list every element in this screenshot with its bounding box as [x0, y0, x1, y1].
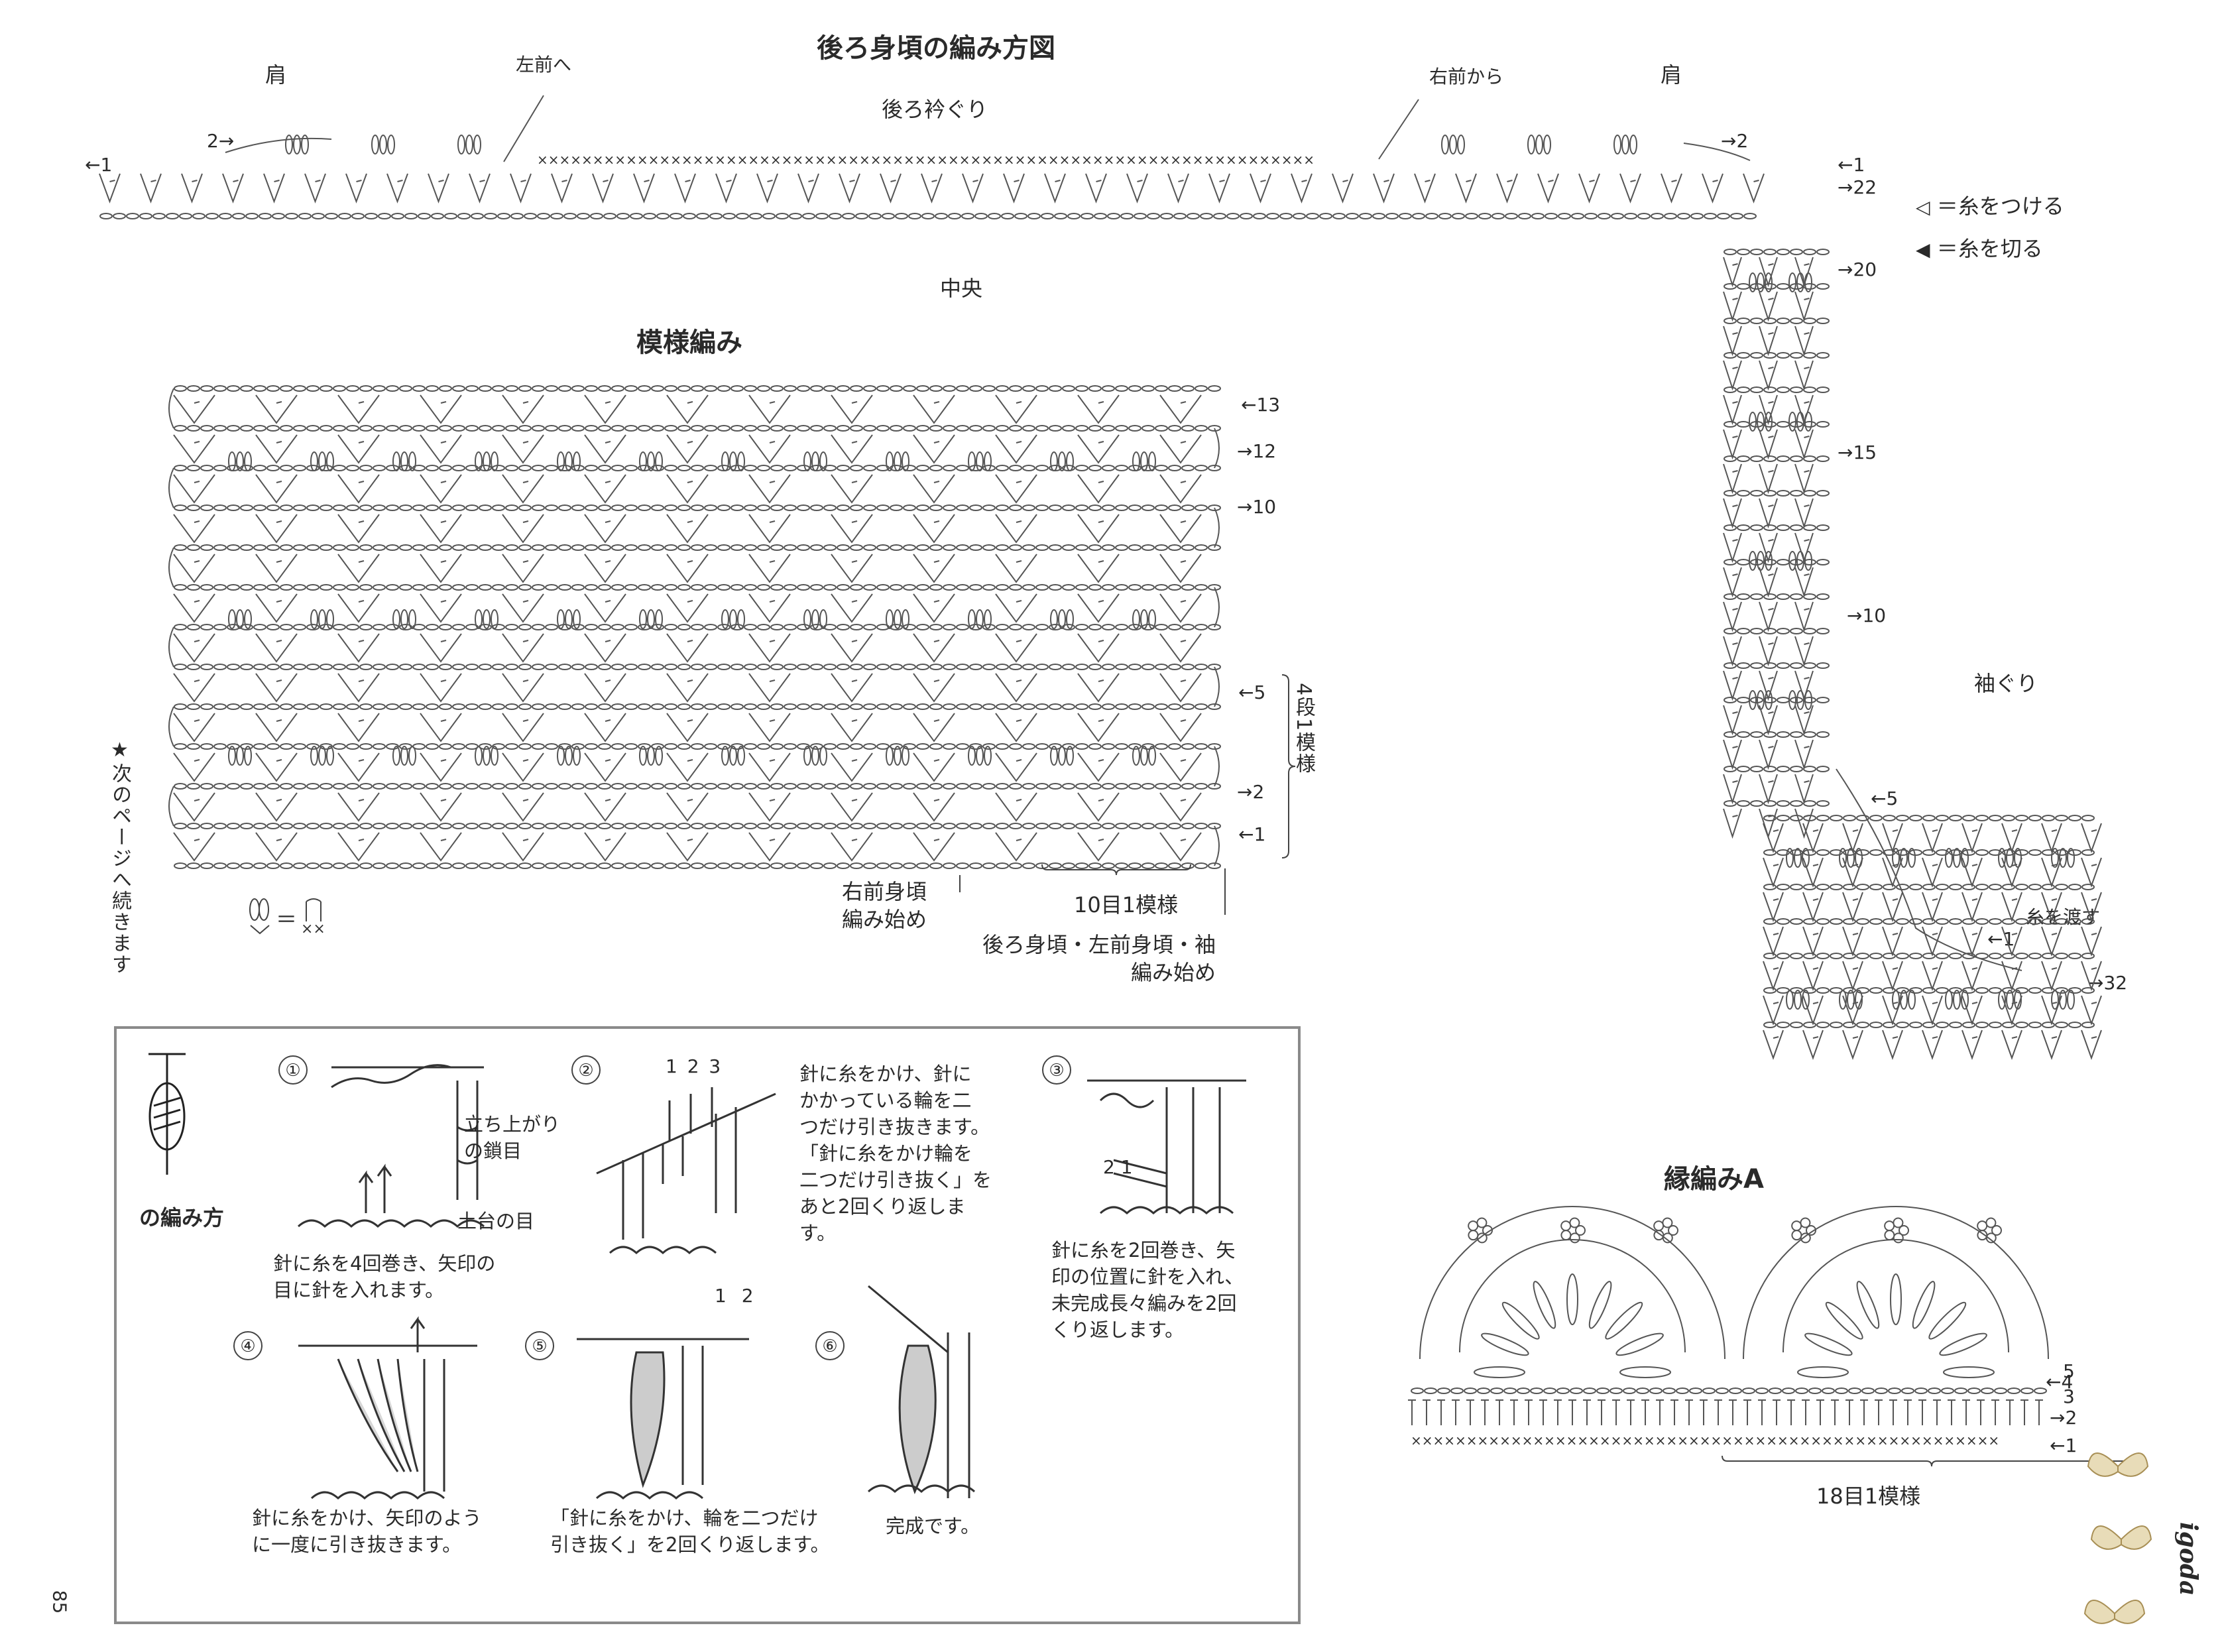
main-title: 後ろ身頃の編み方図: [817, 33, 1055, 64]
step-3-illustration: [1087, 1079, 1246, 1215]
to-left-front-label: 左前へ: [516, 54, 572, 76]
pattern-row-5: ←5: [1238, 681, 1266, 703]
row-label-22: →22: [1838, 176, 1877, 198]
step-6-number: ⑥: [815, 1331, 845, 1360]
step-6-text: 完成です。: [886, 1515, 980, 1537]
step-1-text: 針に糸を4回巻き、矢印の 目に針を入れます。: [273, 1252, 496, 1301]
step-4-number: ④: [233, 1331, 263, 1360]
step-2-arrows: 1 2 3: [666, 1055, 721, 1077]
butterfly-decoration-icon: [2083, 1452, 2152, 1624]
quad-cluster-symbol-icon: [148, 1053, 186, 1175]
two-sc-symbol-icon: ××: [301, 898, 325, 937]
edging-row-4: ←4: [2046, 1371, 2074, 1393]
armhole-label: 袖ぐり: [1974, 671, 2038, 696]
row-label-top-2-right: →2: [1721, 130, 1749, 152]
step-2-text: 針に糸をかけ、針に かかっている輪を二 つだけ引き抜きます。 「針に糸をかけ輪を…: [799, 1063, 992, 1244]
step-5-arrows: 1 2: [715, 1285, 754, 1307]
step-4-illustration: [298, 1316, 477, 1500]
step-1-note-chain: 立ち上がり の鎖目: [464, 1113, 561, 1162]
cluster-symbol-icon: [249, 898, 270, 935]
from-right-front-label: 右前から: [1429, 66, 1504, 88]
filled-triangle-icon: ◀: [1916, 239, 1930, 261]
pattern-stitch-chart: [168, 385, 1296, 915]
step-6-illustration: [867, 1285, 976, 1498]
step-2-illustration: [596, 1087, 776, 1255]
edging-row-1: ←1: [2050, 1435, 2077, 1456]
svg-text:××××××××××××××××××××××××××××××: ××××××××××××××××××××××××××××××××××××××××…: [1411, 1433, 1999, 1448]
step-5-text: 「針に糸をかけ、輪を二つだけ 引き抜く」を2回くり返します。: [550, 1507, 830, 1556]
center-label: 中央: [940, 276, 983, 301]
pattern-row-12: →12: [1237, 440, 1277, 462]
shoulder-left-label: 肩: [265, 62, 287, 88]
step-3-text: 針に糸を2回巻き、矢 印の位置に針を入れ、 未完成長々編みを2回 くり返します。: [1051, 1239, 1244, 1341]
edging-title: 縁編みA: [1664, 1164, 1764, 1195]
step-4-text: 針に糸をかけ、矢印のよう に一度に引き抜きます。: [252, 1507, 482, 1556]
row-label-top-1-right: ←1: [1838, 154, 1865, 176]
pattern-row-2: →2: [1237, 781, 1265, 803]
neckline-label: 後ろ衿ぐり: [882, 97, 988, 122]
watermark: igoda: [2174, 1522, 2202, 1596]
step-3-arrows: 2 1: [1103, 1156, 1133, 1178]
howto-title: の編み方: [139, 1205, 225, 1230]
step-1-note-base: 土台の目: [457, 1210, 535, 1232]
row-label-15: →15: [1838, 442, 1877, 463]
open-triangle-icon: ◁: [1916, 196, 1930, 218]
step-5-illustration: [577, 1338, 749, 1500]
symbol-equals: ＝: [276, 907, 298, 932]
edging-repeat: 18目1模様: [1816, 1484, 1921, 1509]
svg-text:××××××××××××××××××××××××××××××: ××××××××××××××××××××××××××××××××××××××××…: [537, 152, 1315, 168]
pattern-row-1: ←1: [1238, 823, 1266, 845]
step-5-number: ⑤: [525, 1331, 554, 1360]
shoulder-right-label: 肩: [1661, 62, 1682, 88]
step-3-number: ③: [1042, 1055, 1071, 1085]
row-label-top-1: ←1: [85, 154, 113, 176]
edging-chart: ××××××××××××××××××××××××××××××××××××××××…: [1408, 1206, 2142, 1467]
row-label-5: ←5: [1871, 788, 1899, 809]
pattern-repeat-rows: 4段1模様: [1292, 683, 1315, 775]
row-label-20: →20: [1838, 259, 1877, 280]
edging-row-5: 5: [2063, 1360, 2075, 1382]
svg-text:××: ××: [301, 921, 325, 937]
edging-row-3: 3: [2063, 1386, 2075, 1407]
pattern-start-back: 後ろ身頃・左前身頃・袖 編み始め: [982, 932, 1216, 985]
continue-note: ★次のページへ続きます: [108, 738, 131, 975]
howto-box: [114, 1026, 1301, 1624]
pattern-repeat-stitches: 10目1模様: [1074, 892, 1179, 917]
legend-cut-yarn: ◀ ＝糸を切る: [1916, 236, 2043, 261]
legend-attach-yarn: ◁ ＝糸をつける: [1916, 194, 2064, 219]
row-label-10: →10: [1847, 605, 1887, 626]
page-number: 85: [48, 1590, 71, 1614]
pattern-start-right-front: 右前身頃 編み始め: [842, 879, 927, 932]
step-1-illustration: [297, 1064, 485, 1228]
back-body-chart: ××××××××××××××××××××××××××××××××××××××××…: [99, 95, 2102, 1060]
row-label-arm-1: ←1: [1987, 928, 2015, 950]
pattern-row-13: ←13: [1241, 394, 1281, 416]
pattern-title: 模様編み: [636, 327, 742, 358]
pattern-row-10: →10: [1237, 496, 1277, 518]
step-1-number: ①: [278, 1055, 308, 1085]
step-2-number: ②: [571, 1055, 601, 1085]
row-label-top-2-left: 2→: [207, 130, 235, 152]
edging-row-2: →2: [2050, 1407, 2077, 1429]
